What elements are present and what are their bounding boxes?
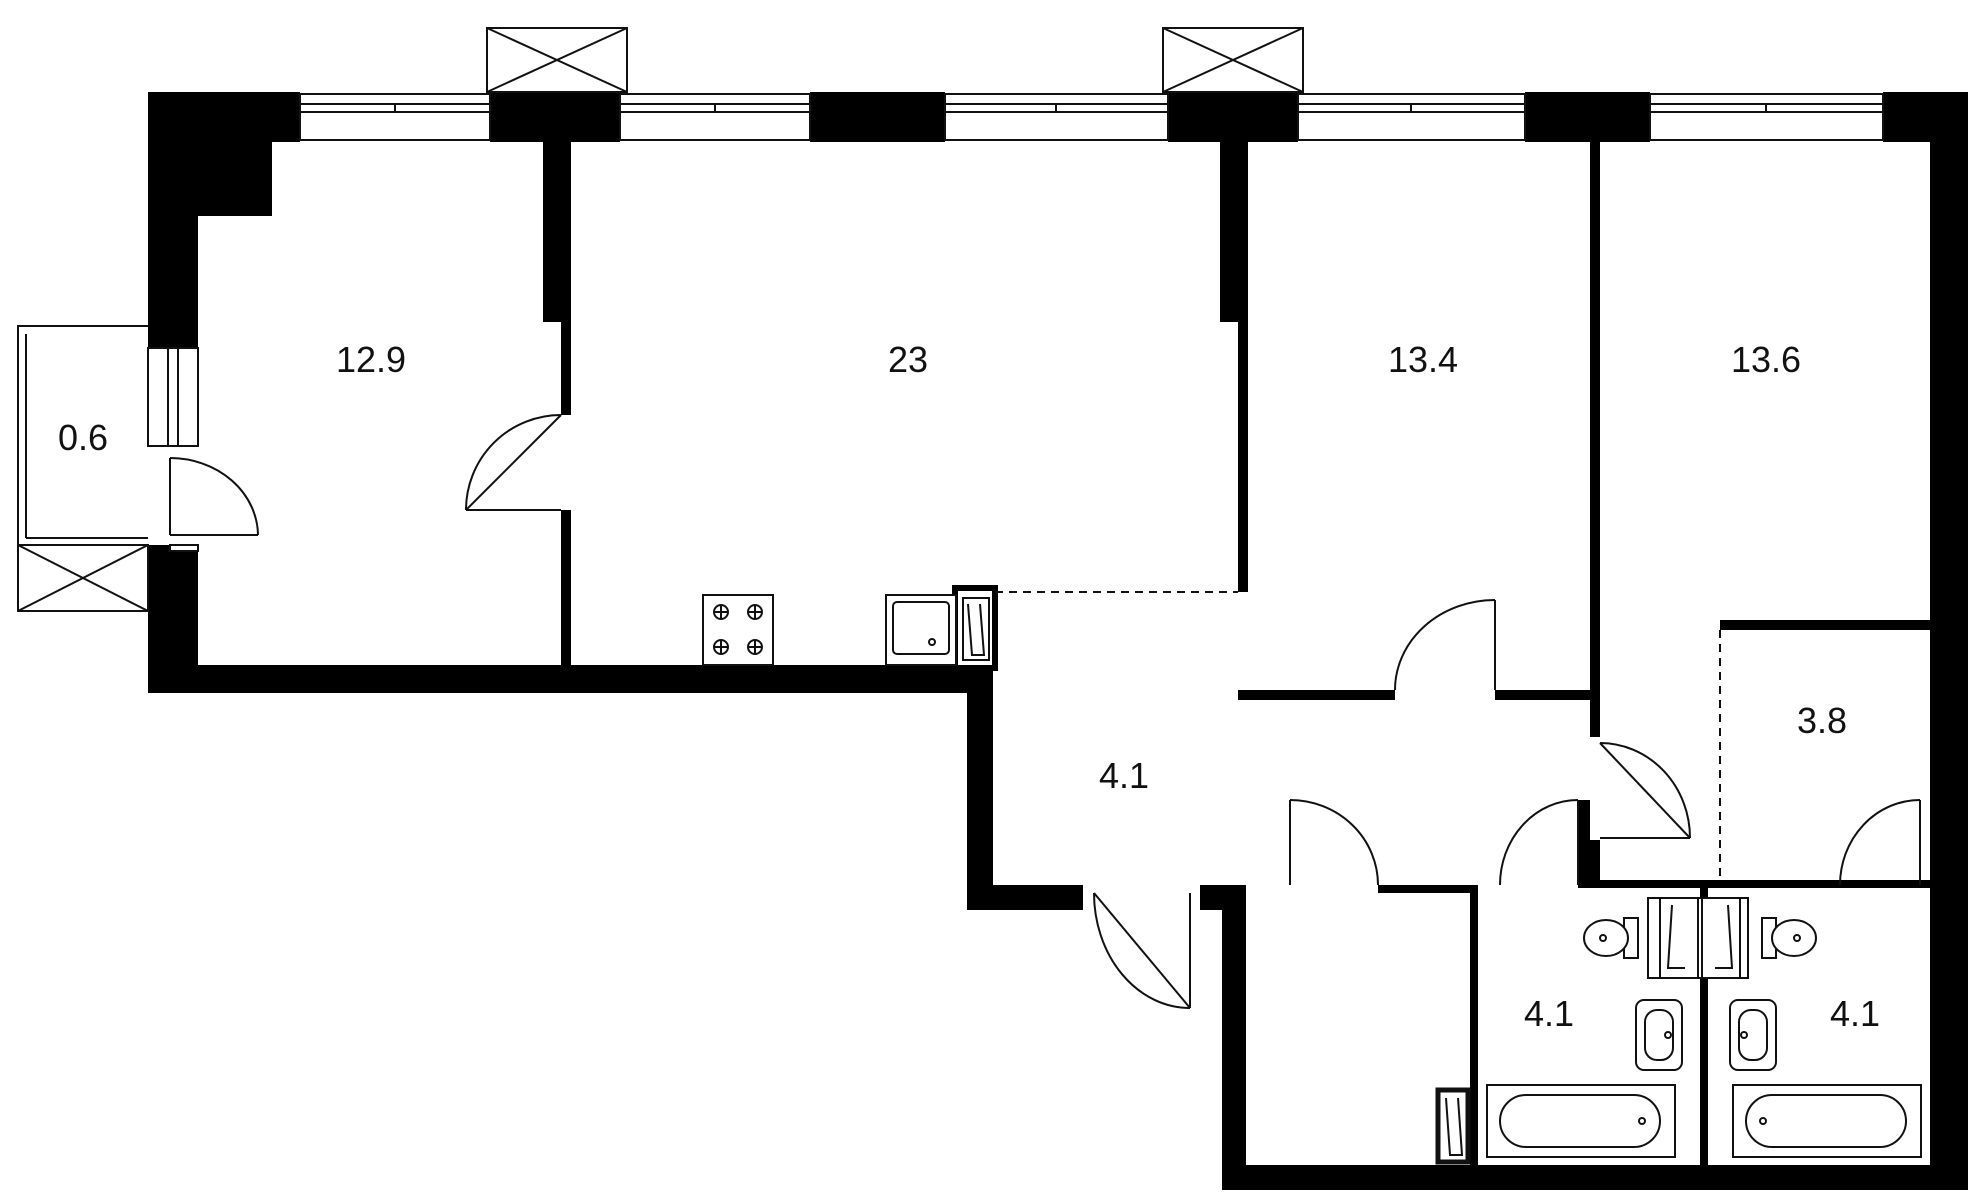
vents xyxy=(17,27,1304,612)
bathtub-icon xyxy=(1486,1084,1676,1158)
room-area-wardrobe: 3.8 xyxy=(1797,700,1847,741)
room-area-living-kitchen: 23 xyxy=(888,339,928,380)
room-area-bathroom-1: 4.1 xyxy=(1524,993,1574,1034)
doors xyxy=(169,414,1921,1009)
toilet-icon xyxy=(1583,917,1639,959)
room-area-bedroom-3: 13.6 xyxy=(1731,339,1801,380)
room-labels: 0.6 12.9 23 13.4 13.6 3.8 4.1 4.1 4.1 xyxy=(58,339,1880,1034)
room-area-bedroom-1: 12.9 xyxy=(336,339,406,380)
kitchen xyxy=(702,594,990,666)
openings xyxy=(995,591,1721,880)
room-area-balcony: 0.6 xyxy=(58,417,108,458)
walls xyxy=(148,92,1968,1190)
balcony-outline xyxy=(17,325,148,546)
interior-walls xyxy=(543,142,1930,1178)
windows xyxy=(147,93,1884,552)
sink-icon xyxy=(885,594,957,666)
washbasin-icon xyxy=(1729,999,1777,1071)
bathroom-fixtures xyxy=(1435,897,1922,1165)
room-area-bedroom-2: 13.4 xyxy=(1388,339,1458,380)
boiler-icon xyxy=(1435,1087,1471,1165)
stove-icon xyxy=(702,594,774,666)
boiler-icon xyxy=(962,597,990,661)
bathtub-icon xyxy=(1732,1084,1922,1158)
toilet-icon xyxy=(1761,917,1817,959)
washbasin-icon xyxy=(1635,999,1683,1071)
room-area-bathroom-2: 4.1 xyxy=(1830,993,1880,1034)
room-area-hallway: 4.1 xyxy=(1099,755,1149,796)
